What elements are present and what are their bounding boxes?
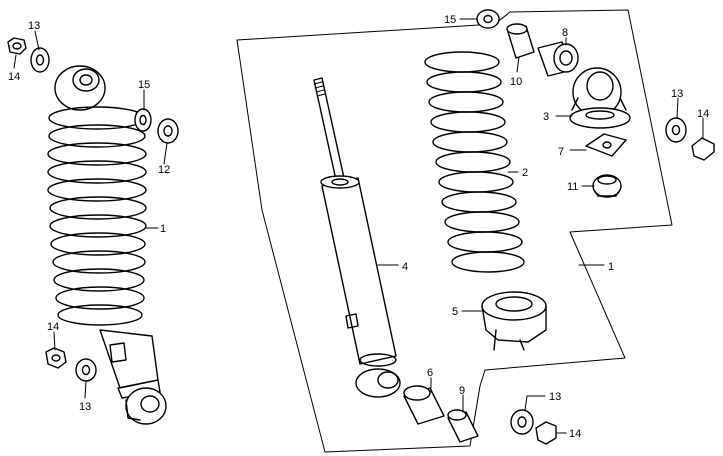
callout-labels: 13 14 15 12 1 14 13 4 15 10 8 3 2 7 11 1… xyxy=(8,14,709,440)
callout-2: 2 xyxy=(522,167,528,179)
callout-12: 12 xyxy=(158,164,170,176)
callout-14b: 14 xyxy=(47,321,59,333)
callout-14d: 14 xyxy=(569,428,581,440)
callout-13a: 13 xyxy=(28,20,40,32)
callout-13d: 13 xyxy=(549,391,561,403)
callout-1a: 1 xyxy=(160,223,166,235)
washer-13-bottom xyxy=(510,409,534,435)
callout-9: 9 xyxy=(459,385,465,397)
washer-12 xyxy=(157,118,179,144)
assembled-shock-absorber xyxy=(47,65,167,425)
cap-nut-14-right xyxy=(691,137,715,161)
callout-11: 11 xyxy=(567,181,578,193)
plate-7 xyxy=(585,133,627,157)
callout-4: 4 xyxy=(402,261,408,273)
callout-14a: 14 xyxy=(8,71,20,83)
spring-adjuster-5 xyxy=(481,291,547,351)
spring-2 xyxy=(424,51,525,273)
rubber-11 xyxy=(592,174,622,198)
spring-coils-left xyxy=(47,106,147,326)
upper-joint-3 xyxy=(569,67,631,129)
callout-10: 10 xyxy=(510,76,522,88)
callout-1b: 1 xyxy=(608,261,614,273)
washer-15-left xyxy=(134,108,152,132)
collar-9 xyxy=(447,409,479,443)
collar-10 xyxy=(506,23,535,59)
callout-13c: 13 xyxy=(671,88,683,100)
callout-5: 5 xyxy=(452,306,458,318)
washer-bottom-left xyxy=(75,358,97,382)
washer-13-right xyxy=(665,117,687,143)
damper-unit xyxy=(313,77,401,398)
assembly-outline xyxy=(236,9,673,453)
callout-7: 7 xyxy=(558,146,564,158)
nut-top-left xyxy=(7,37,27,55)
callout-14c: 14 xyxy=(697,108,709,120)
callout-3: 3 xyxy=(543,111,549,123)
leader-lines xyxy=(13,18,704,434)
bushing-6 xyxy=(403,385,445,425)
cap-nut-14-bottom xyxy=(535,421,557,445)
callout-8: 8 xyxy=(562,27,568,39)
nut-bottom-left xyxy=(45,347,67,369)
callout-15b: 15 xyxy=(444,14,456,26)
washer-top-left xyxy=(30,47,50,73)
washer-15-top xyxy=(476,9,500,29)
callout-6: 6 xyxy=(427,367,433,379)
callout-15a: 15 xyxy=(138,79,150,91)
bushing-8 xyxy=(537,41,579,77)
callout-13b: 13 xyxy=(79,401,91,413)
